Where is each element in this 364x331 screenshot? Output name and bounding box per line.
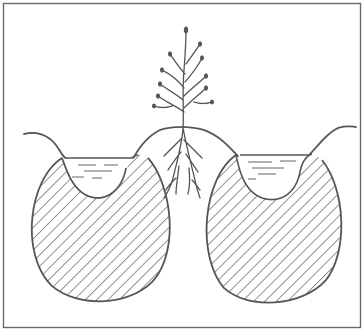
right-pit [190, 140, 360, 320]
ground-surface-line [24, 126, 356, 158]
plant [154, 30, 212, 198]
plant-roots [164, 128, 202, 198]
plant-stem [183, 30, 186, 128]
